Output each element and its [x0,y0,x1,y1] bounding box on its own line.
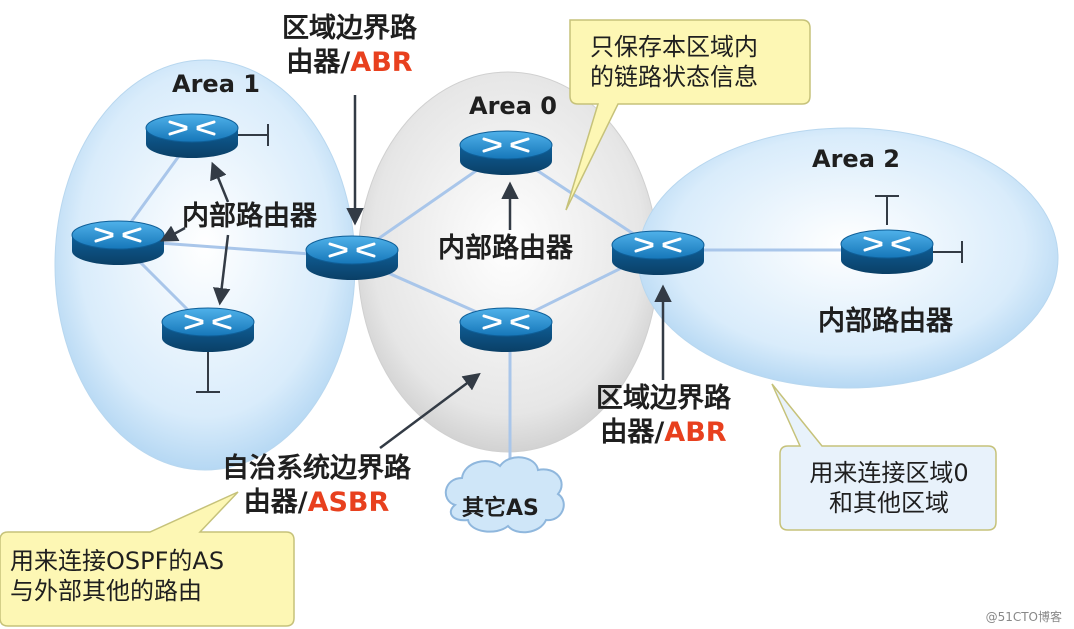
other-as-cloud [444,456,565,534]
abr-right-label: 区域边界路 由器/ABR [596,383,731,448]
pointer-arrows [159,95,672,450]
abr-top-label: 区域边界路 由器/ABR [282,13,417,78]
stub-lines [196,124,963,393]
internal-router-label-area1: 内部路由器 [182,201,317,232]
area-2-title: Area 2 [812,145,900,173]
area2-router [839,228,935,276]
asbr-router [458,306,554,354]
area1-router-bottom [160,306,256,354]
internal-router-label-area0: 内部路由器 [438,233,573,264]
callout-top [565,19,811,211]
asbr-label: 自治系统边界路 由器/ASBR [222,453,411,518]
other-as-label: 其它AS [462,496,539,521]
abr-right-router [610,229,706,277]
callout-right-text: 用来连接区域0 和其他区域 [809,459,969,517]
area1-router-top [144,112,240,160]
area1-router-left [70,219,166,267]
area0-router-top [458,129,554,177]
callout-top-text: 只保存本区域内 的链路状态信息 [590,33,758,91]
watermark: @51CTO博客 [985,610,1062,624]
callout-left-text: 用来连接OSPF的AS 与外部其他的路由 [10,547,225,605]
area-1-title: Area 1 [172,70,260,98]
callout-right [771,383,997,531]
area-0-title: Area 0 [469,92,557,120]
abr-left-router [304,234,400,282]
internal-router-label-area2: 内部路由器 [818,306,953,337]
callout-left [0,491,295,627]
